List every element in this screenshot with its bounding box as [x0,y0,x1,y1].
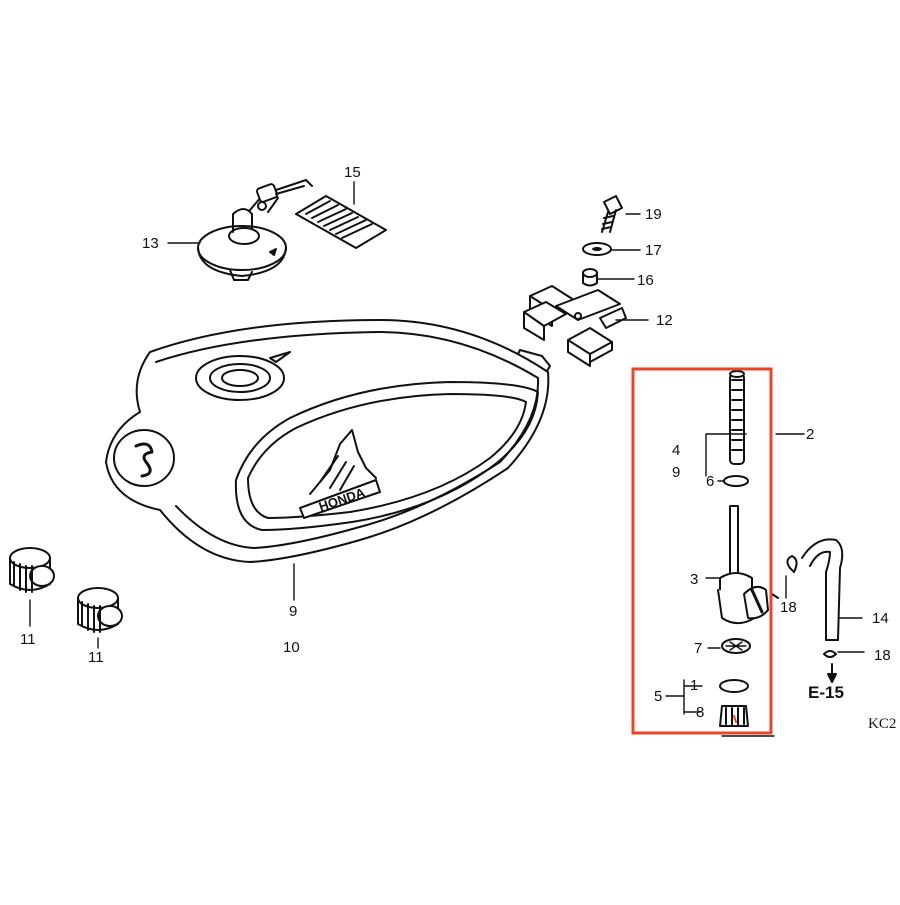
sediment-cup [719,705,749,727]
label-10: 10 [283,639,300,656]
reference-e15[interactable]: E-15 [808,683,844,702]
label-11-right: 11 [88,649,104,666]
grommet-left [9,547,55,593]
label-18-upper: 18 [780,599,797,616]
strainer-screen [721,638,751,654]
label-17: 17 [645,242,662,259]
hose-clip-upper [786,555,798,573]
fuel-tank [105,319,551,563]
leader-lines [29,181,865,737]
o-ring-1 [719,679,749,693]
label-sticker [295,195,387,249]
arrow-head [827,673,837,683]
diagram-code: KC2 [868,717,897,732]
label-4: 4 [672,442,681,459]
fuel-hose [801,538,844,641]
label-5: 5 [654,688,663,705]
fuel-cap [197,179,313,281]
label-18-lower: 18 [874,647,891,664]
label-14: 14 [872,610,889,627]
rubber-mount [523,285,627,367]
grommet-right [77,587,123,633]
label-12: 12 [656,312,673,329]
label-9-tank: 9 [289,603,298,620]
collar [582,268,598,287]
label-7: 7 [694,640,703,657]
label-2: 2 [806,426,815,443]
label-3: 3 [690,571,699,588]
label-9-valve: 9 [672,464,681,481]
fuel-valve [717,505,779,625]
bolt [601,195,623,233]
label-19: 19 [645,206,662,223]
hose-clip-lower [823,650,837,658]
label-11-left: 11 [20,631,36,648]
highlight-box [631,367,773,735]
label-8: 8 [696,704,705,721]
label-13: 13 [142,235,159,252]
fuel-strainer [729,370,745,465]
o-ring-6 [723,475,749,487]
label-15: 15 [344,164,361,181]
label-16: 16 [637,272,654,289]
label-1: 1 [690,677,699,694]
label-6: 6 [706,473,715,490]
